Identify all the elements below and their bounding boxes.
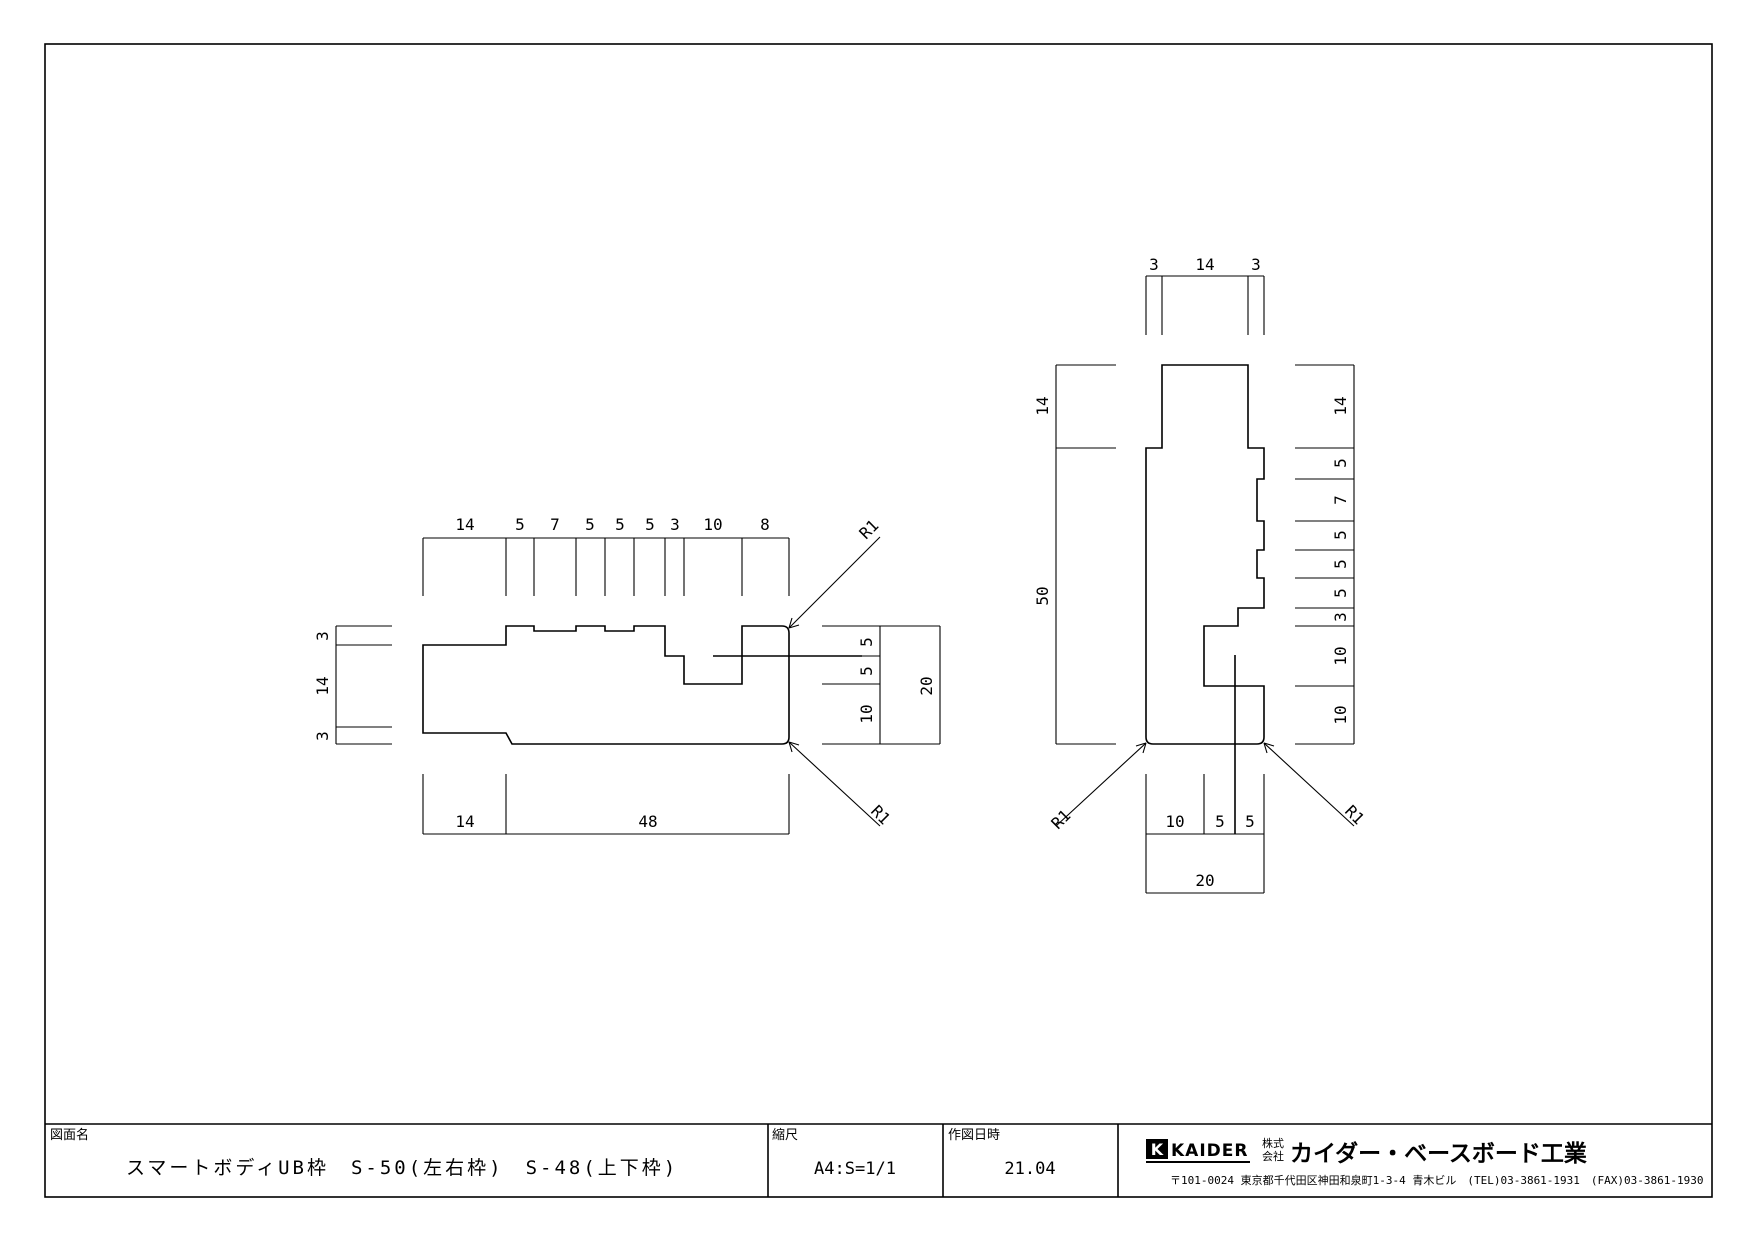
left-side-dim-2: 14 (313, 676, 332, 695)
scale-value: A4:S=1/1 (814, 1159, 896, 1179)
right-bottom-dim-1: 10 (1165, 812, 1184, 831)
right-top-dim-2: 14 (1195, 255, 1214, 274)
left-side-dim-labels: 3 14 3 (313, 631, 332, 741)
title-block: 図面名 スマートボディUB枠 S-50(左右枠) S-48(上下枠) 縮尺 A4… (45, 1123, 1712, 1197)
right-radius-left: R1 (1047, 806, 1074, 833)
kaider-logo-text: KAIDER (1171, 1141, 1248, 1161)
left-right-dim-2: 5 (857, 666, 876, 676)
right-bottom-dim-3: 5 (1245, 812, 1255, 831)
right-top-dim-1: 3 (1149, 255, 1159, 274)
date-value: 21.04 (1004, 1159, 1055, 1179)
company-address: 〒101-0024 東京都千代田区神田和泉町1-3-4 青木ビル (TEL)03… (1170, 1173, 1704, 1187)
company-logo: K KAIDER (1146, 1139, 1250, 1163)
left-profile-outline (422, 625, 790, 745)
left-side-extensions (335, 625, 392, 745)
right-right-dim-5: 5 (1331, 559, 1350, 569)
company-name: カイダー・ベースボード工業 (1290, 1140, 1588, 1167)
left-bottom-dim-labels: 14 48 (455, 812, 657, 831)
right-radius-right: R1 (1341, 801, 1368, 828)
right-bottom-dim-total: 20 (1195, 871, 1214, 890)
corp-prefix-2: 会社 (1262, 1149, 1284, 1163)
left-radius-leaders (788, 536, 881, 827)
right-top-dim-labels: 3 14 3 (1149, 255, 1261, 274)
right-radius-leaders (1055, 742, 1355, 827)
right-left-dim-2: 50 (1033, 586, 1052, 605)
left-radius-bottom: R1 (867, 801, 894, 828)
left-right-dim-1: 5 (857, 637, 876, 647)
right-right-dim-8: 10 (1331, 646, 1350, 665)
left-top-dim-5: 5 (615, 515, 625, 534)
right-right-dim-2: 5 (1331, 458, 1350, 468)
left-right-dim-total: 20 (917, 676, 936, 695)
left-right-extensions (822, 625, 941, 745)
right-view: 3 14 3 14 50 (1033, 255, 1368, 894)
left-top-dim-4: 5 (585, 515, 595, 534)
left-top-dim-2: 5 (515, 515, 525, 534)
right-bottom-dim-labels: 10 5 5 20 (1165, 812, 1254, 890)
left-bottom-dim-1: 14 (455, 812, 474, 831)
left-right-dim-labels: 5 5 10 20 (857, 637, 936, 723)
right-bottom-dim-2: 5 (1215, 812, 1225, 831)
left-top-dim-8: 10 (703, 515, 722, 534)
left-top-dim-7: 3 (670, 515, 680, 534)
right-left-dim-1: 14 (1033, 396, 1052, 415)
left-top-dim-1: 14 (455, 515, 474, 534)
left-top-dim-3: 7 (550, 515, 560, 534)
right-right-extensions (1295, 364, 1355, 745)
sheet-border (44, 43, 1713, 1198)
left-right-dim-3: 10 (857, 704, 876, 723)
kaider-logo-mark-icon: K (1151, 1140, 1164, 1159)
left-top-dim-6: 5 (645, 515, 655, 534)
left-side-dim-3: 3 (313, 731, 332, 741)
left-bottom-extensions (422, 774, 790, 835)
right-top-extensions (1145, 275, 1265, 335)
left-top-dim-labels: 14 5 7 5 5 5 3 10 8 (455, 515, 769, 534)
left-top-extensions (422, 537, 790, 596)
left-bottom-dim-2: 48 (638, 812, 657, 831)
drawing-name: スマートボディUB枠 S-50(左右枠) S-48(上下枠) (126, 1157, 678, 1179)
right-left-extensions (1055, 364, 1116, 745)
right-right-dim-7: 3 (1331, 612, 1350, 622)
right-right-dim-6: 5 (1331, 588, 1350, 598)
right-profile-outline (1145, 364, 1265, 745)
left-top-dim-9: 8 (760, 515, 770, 534)
scale-label: 縮尺 (772, 1127, 798, 1143)
right-right-dim-1: 14 (1331, 396, 1350, 415)
right-right-dim-labels: 14 5 7 5 5 5 3 10 10 (1331, 396, 1350, 724)
right-bottom-extensions (1145, 774, 1265, 894)
left-side-dim-1: 3 (313, 631, 332, 641)
right-left-dim-labels: 14 50 (1033, 396, 1052, 605)
date-label: 作図日時 (948, 1128, 1000, 1143)
corp-prefix-1: 株式 (1262, 1136, 1284, 1150)
right-right-dim-9: 10 (1331, 705, 1350, 724)
right-right-dim-3: 7 (1331, 495, 1350, 505)
drawing-name-label: 図面名 (50, 1127, 89, 1143)
right-top-dim-3: 3 (1251, 255, 1261, 274)
left-view: 14 5 7 5 5 5 3 10 8 3 14 3 (313, 515, 941, 835)
right-right-dim-4: 5 (1331, 530, 1350, 540)
